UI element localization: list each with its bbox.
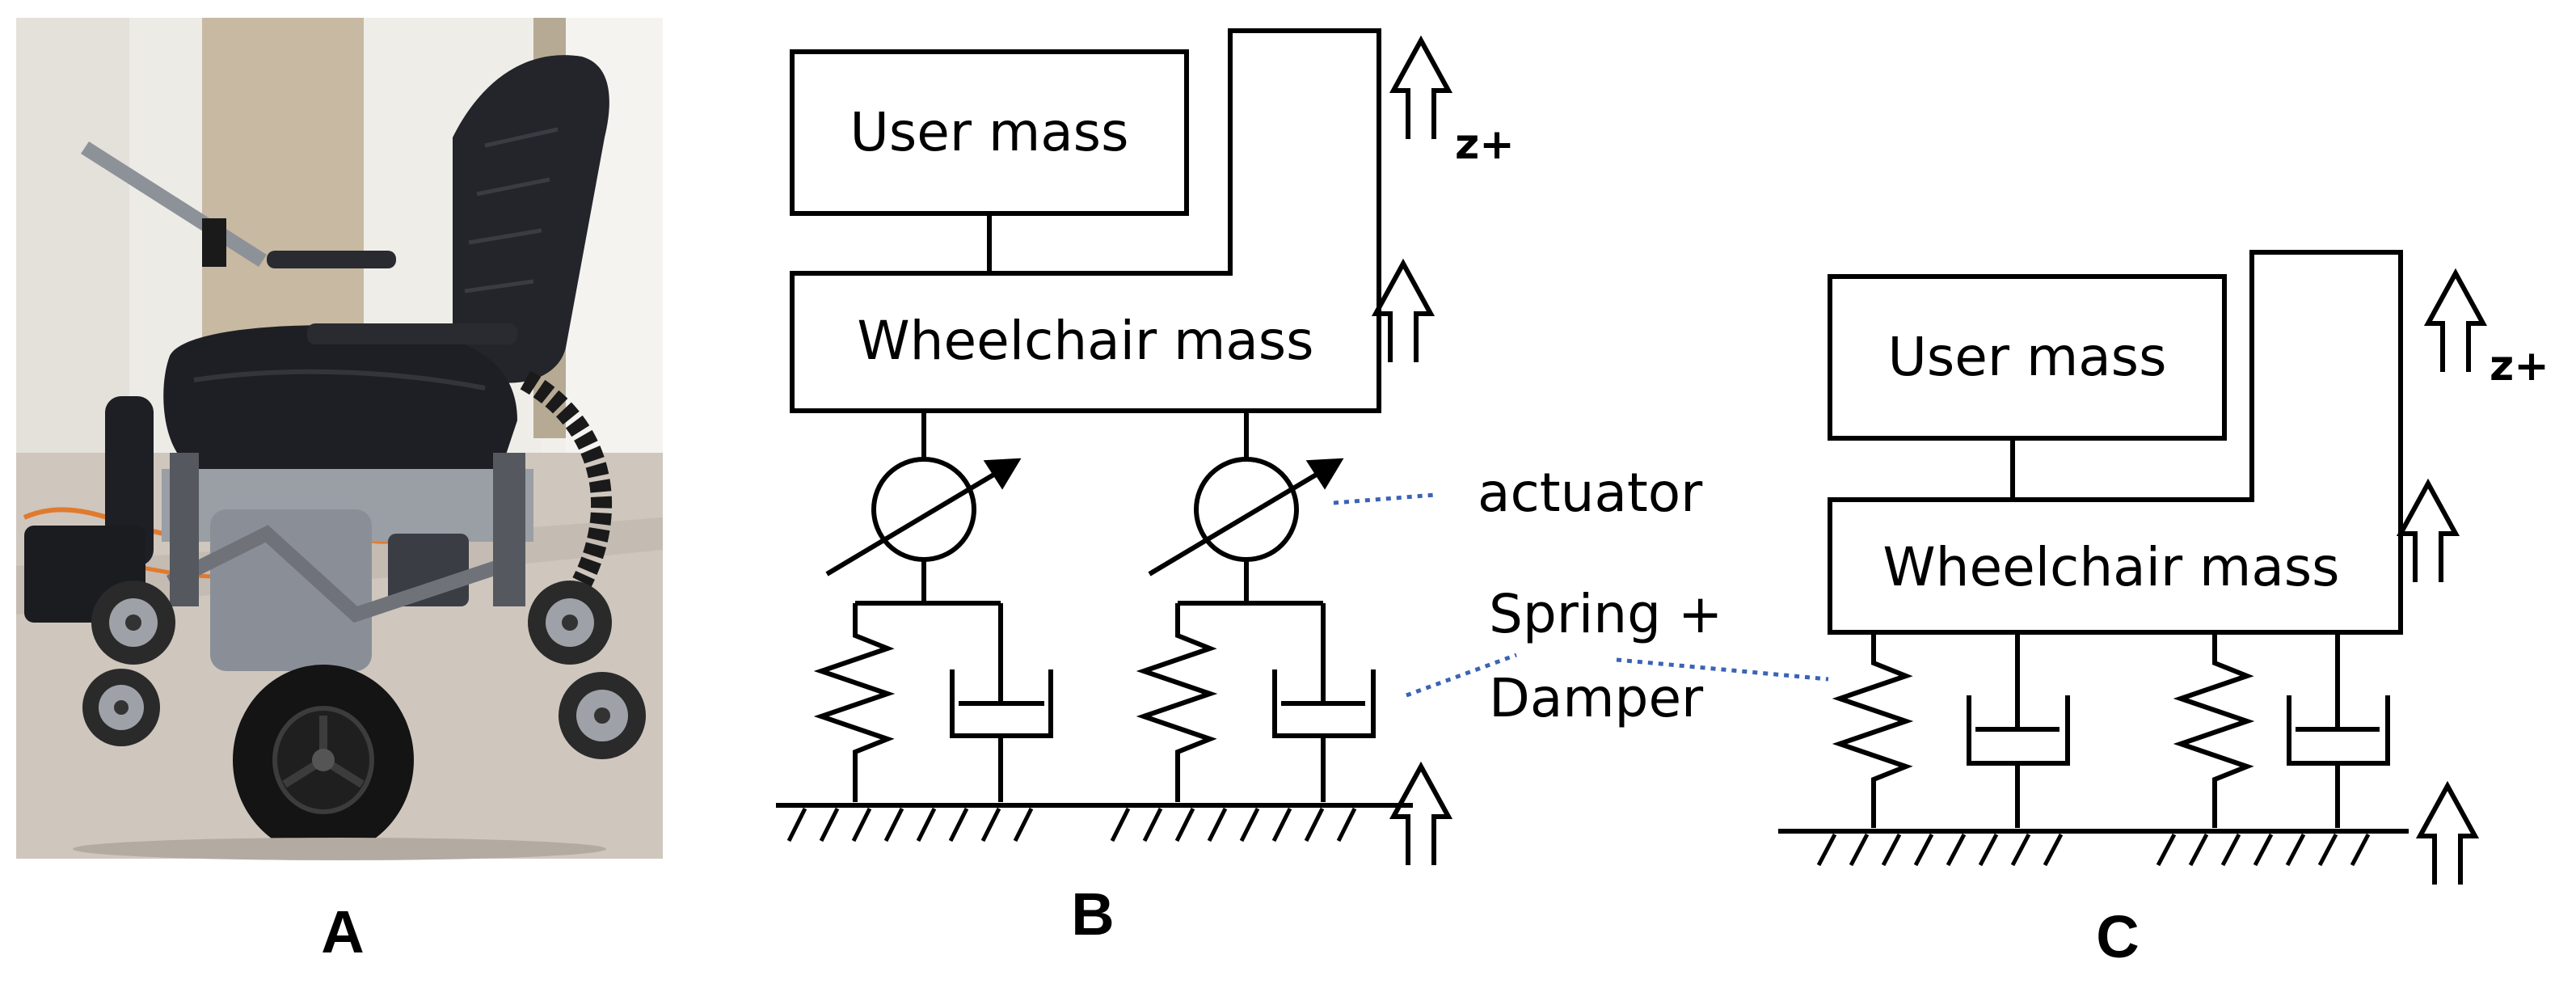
c-damper-leader (1616, 657, 1829, 682)
caster-wheel-front-right (528, 581, 612, 665)
drive-wheel (233, 665, 414, 855)
b-spring-left (813, 603, 896, 802)
b-actuator-leader (1333, 492, 1436, 505)
c-spring-right (2173, 632, 2255, 828)
b-wheelchair-mass-label: Wheelchair mass (857, 310, 1313, 372)
c-ground-hatch (1816, 833, 2371, 867)
c-wheelchair-up-arrow-icon (2401, 484, 2456, 582)
c-direction-label: z+ (2490, 342, 2549, 391)
b-spring-damper-label-1: Spring + (1489, 583, 1722, 645)
panel-b-diagram (776, 28, 1413, 843)
b-user-up-arrow-icon (1393, 40, 1448, 139)
caster-wheel-rear-left (82, 669, 160, 746)
b-direction-label: z+ (1455, 120, 1515, 169)
b-wheelchair-up-arrow-icon (1376, 264, 1431, 362)
caster-wheel-front-left (91, 581, 175, 665)
caster-wheel-rear-right (559, 672, 646, 759)
c-user-mass-label: User mass (1888, 326, 2167, 388)
c-spring-left (1832, 632, 1914, 828)
wheelchair-armrest (307, 323, 517, 344)
b-actuator-right (1194, 457, 1299, 562)
b-actuator-label: actuator (1478, 462, 1703, 524)
c-wheelchair-mass-label: Wheelchair mass (1882, 536, 2339, 598)
panel-a-letter: A (321, 898, 364, 965)
c-ground-up-arrow-icon (2420, 786, 2475, 885)
b-ground-hatch (786, 807, 1357, 843)
b-wheelchair-mass-box (790, 28, 1381, 413)
panel-b-letter: B (1071, 881, 1114, 948)
c-wheelchair-mass-box (1828, 250, 2403, 635)
panel-c-diagram (1778, 250, 2409, 867)
b-actuator-left (871, 457, 976, 562)
b-ground-up-arrow-icon (1393, 767, 1448, 865)
b-user-mass-label: User mass (850, 101, 1129, 163)
wheelchair-backrest (453, 55, 609, 383)
b-damper-leader (1406, 652, 1517, 698)
wheelchair-seat (163, 325, 517, 469)
wheelchair-legrest (105, 396, 154, 566)
c-user-up-arrow-icon (2428, 273, 2483, 372)
c-user-mass-box (1828, 274, 2227, 441)
panel-c-letter: C (2096, 903, 2139, 970)
b-spring-damper-label-2: Damper (1489, 667, 1704, 729)
joystick (202, 218, 226, 267)
b-spring-right (1136, 603, 1218, 802)
panel-a-photo (16, 18, 663, 860)
